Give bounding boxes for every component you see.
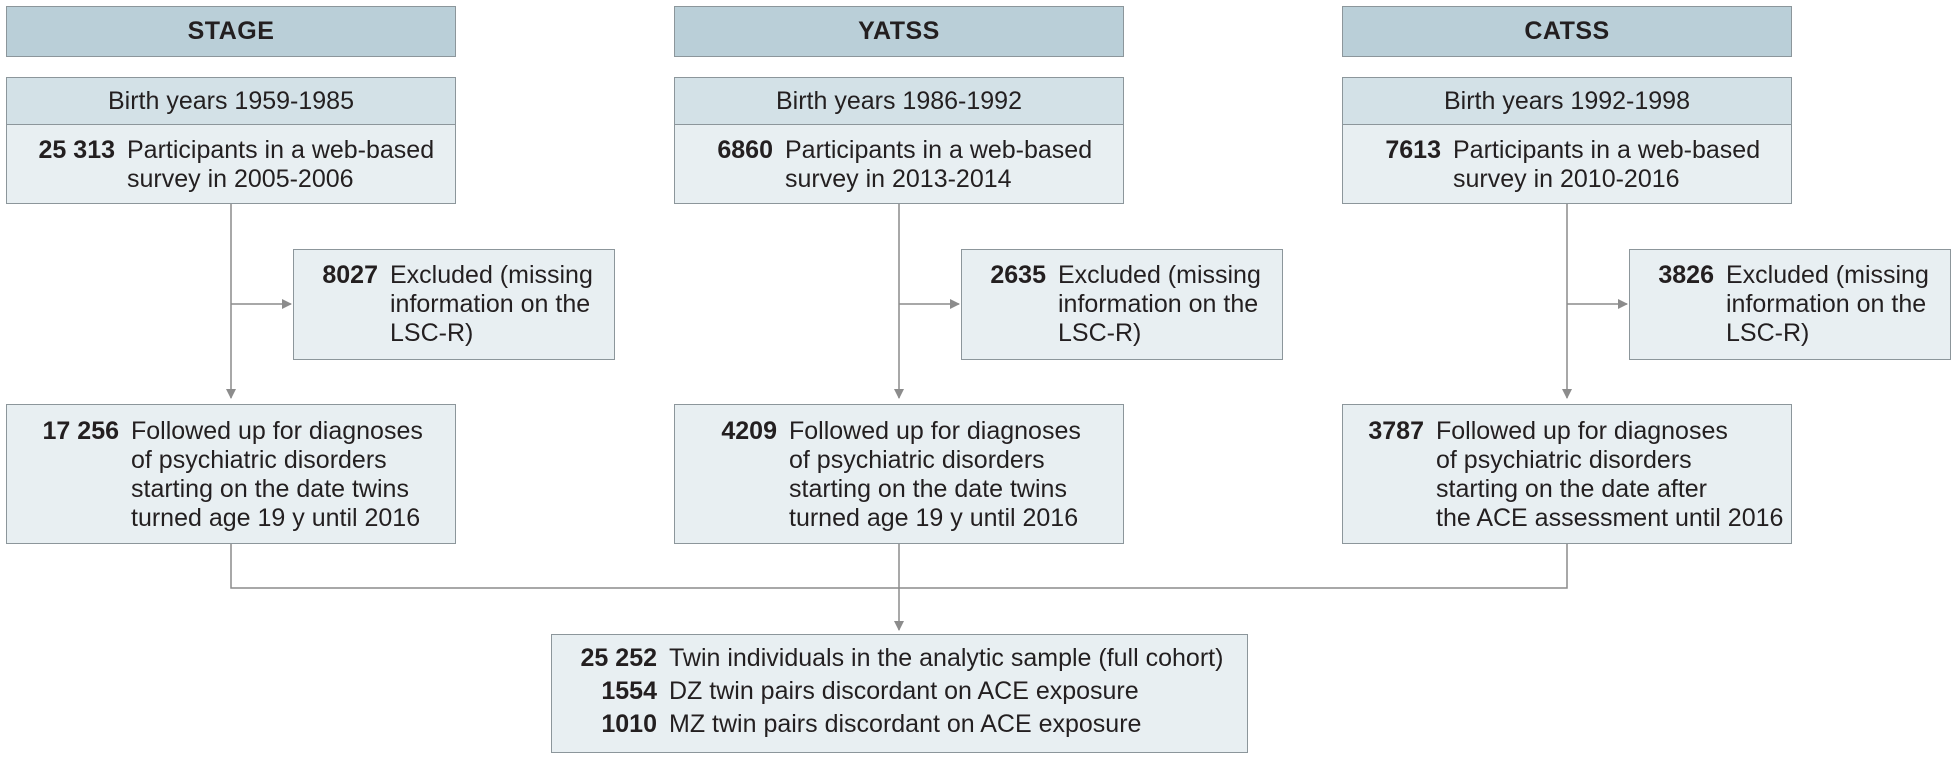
yatss-followed-box: 4209 Followed up for diagnoses of psychi… [674, 404, 1124, 544]
catss-participants-count: 7613 [1385, 136, 1441, 164]
stage-header-label: STAGE [187, 17, 275, 45]
stage-header: STAGE [6, 6, 456, 57]
dz-pairs-text: DZ twin pairs discordant on ACE exposure [669, 677, 1139, 705]
yatss-participants-count: 6860 [717, 136, 773, 164]
catss-excluded-box: 3826 Excluded (missing information on th… [1629, 249, 1951, 360]
analytic-sample-box: 25 252 Twin individuals in the analytic … [551, 634, 1248, 753]
mz-pairs-text: MZ twin pairs discordant on ACE exposure [669, 710, 1142, 738]
analytic-sample-count: 25 252 [580, 644, 657, 672]
stage-birth-years: Birth years 1959-1985 [7, 78, 455, 125]
stage-excluded-box: 8027 Excluded (missing information on th… [293, 249, 615, 360]
yatss-excluded-box: 2635 Excluded (missing information on th… [961, 249, 1283, 360]
catss-excluded-count: 3826 [1658, 261, 1714, 289]
dz-pairs-row: 1554 DZ twin pairs discordant on ACE exp… [552, 677, 1247, 706]
catss-followed-count: 3787 [1368, 417, 1424, 445]
mz-pairs-row: 1010 MZ twin pairs discordant on ACE exp… [552, 710, 1247, 739]
stage-followed-box: 17 256 Followed up for diagnoses of psyc… [6, 404, 456, 544]
stage-excluded-text: Excluded (missing information on the LSC… [390, 261, 593, 347]
stage-participants-text: Participants in a web-based survey in 20… [127, 136, 435, 193]
stage-followed-count: 17 256 [42, 417, 119, 445]
yatss-excluded-count: 2635 [990, 261, 1046, 289]
yatss-header: YATSS [674, 6, 1124, 57]
mz-pairs-count: 1010 [601, 710, 657, 738]
catss-followed-text: Followed up for diagnoses of psychiatric… [1436, 417, 1784, 532]
catss-header: CATSS [1342, 6, 1792, 57]
yatss-followed-count: 4209 [721, 417, 777, 445]
catss-excluded-text: Excluded (missing information on the LSC… [1726, 261, 1929, 347]
analytic-sample-row: 25 252 Twin individuals in the analytic … [552, 644, 1247, 673]
yatss-followed-text: Followed up for diagnoses of psychiatric… [789, 417, 1081, 532]
dz-pairs-count: 1554 [601, 677, 657, 705]
yatss-birth-years: Birth years 1986-1992 [675, 78, 1123, 125]
stage-excluded-count: 8027 [322, 261, 378, 289]
catss-birth-years: Birth years 1992-1998 [1343, 78, 1791, 125]
yatss-participants-text: Participants in a web-based survey in 20… [785, 136, 1093, 193]
stage-participants-count: 25 313 [38, 136, 115, 164]
yatss-excluded-text: Excluded (missing information on the LSC… [1058, 261, 1261, 347]
catss-followed-box: 3787 Followed up for diagnoses of psychi… [1342, 404, 1792, 544]
stage-followed-text: Followed up for diagnoses of psychiatric… [131, 417, 423, 532]
analytic-sample-text: Twin individuals in the analytic sample … [669, 644, 1224, 672]
catss-header-label: CATSS [1524, 17, 1610, 45]
catss-participants-text: Participants in a web-based survey in 20… [1453, 136, 1761, 193]
yatss-header-label: YATSS [858, 17, 940, 45]
catss-participants-box: Birth years 1992-1998 7613 Participants … [1342, 77, 1792, 204]
stage-participants-box: Birth years 1959-1985 25 313 Participant… [6, 77, 456, 204]
yatss-participants-box: Birth years 1986-1992 6860 Participants … [674, 77, 1124, 204]
